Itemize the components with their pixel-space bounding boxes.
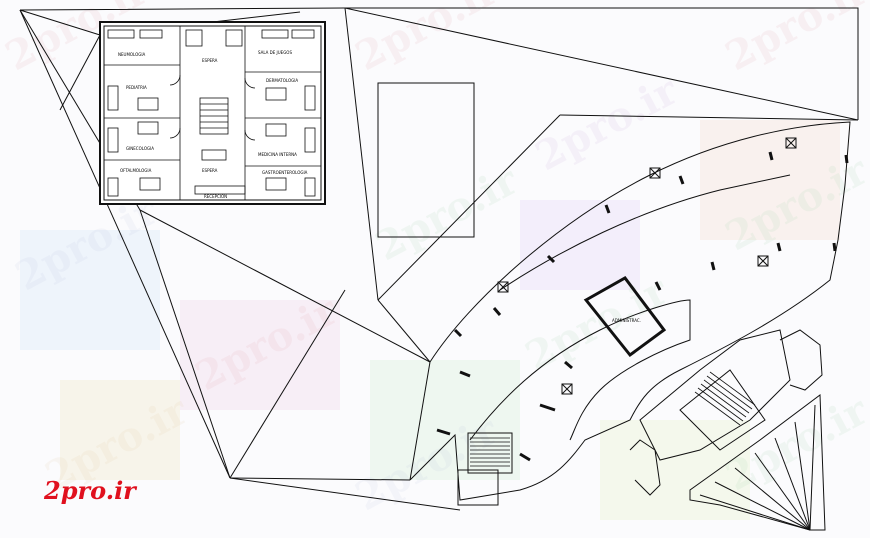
building-outline <box>409 121 851 501</box>
room-label: DERMATOLOGIA <box>266 78 298 83</box>
room-label: OFTALMOLOGIA <box>120 168 152 173</box>
room-label: RECEPCION <box>204 194 227 199</box>
auditorium-block <box>639 329 791 461</box>
wall-ticks <box>436 151 849 462</box>
fan-structure <box>689 394 826 531</box>
floor-plan-inset: NEUMOLOGIA SALA DE JUEGOS ESPERA PEDIATR… <box>99 21 326 205</box>
column-marks <box>497 137 797 395</box>
room-label: GINECOLOGIA <box>126 146 154 151</box>
atrium-block: ADMINISTRAC. <box>583 276 667 358</box>
court-rectangle <box>377 82 475 238</box>
site-label: ADMINISTRAC. <box>612 318 641 323</box>
room-label: MEDICINA INTERNA <box>258 152 297 157</box>
room-label: GASTROENTEROLOGIA <box>262 170 308 175</box>
room-label: SALA DE JUEGOS <box>258 50 292 55</box>
room-label: ESPERA <box>202 168 218 173</box>
room-label: ESPERA <box>202 58 218 63</box>
site-outline <box>19 7 859 120</box>
room-label: NEUMOLOGIA <box>118 52 146 57</box>
brand-logo: 2pro.ir <box>44 476 136 505</box>
room-label: PEDIATRIA <box>126 85 147 90</box>
lower-staircase <box>467 432 513 474</box>
